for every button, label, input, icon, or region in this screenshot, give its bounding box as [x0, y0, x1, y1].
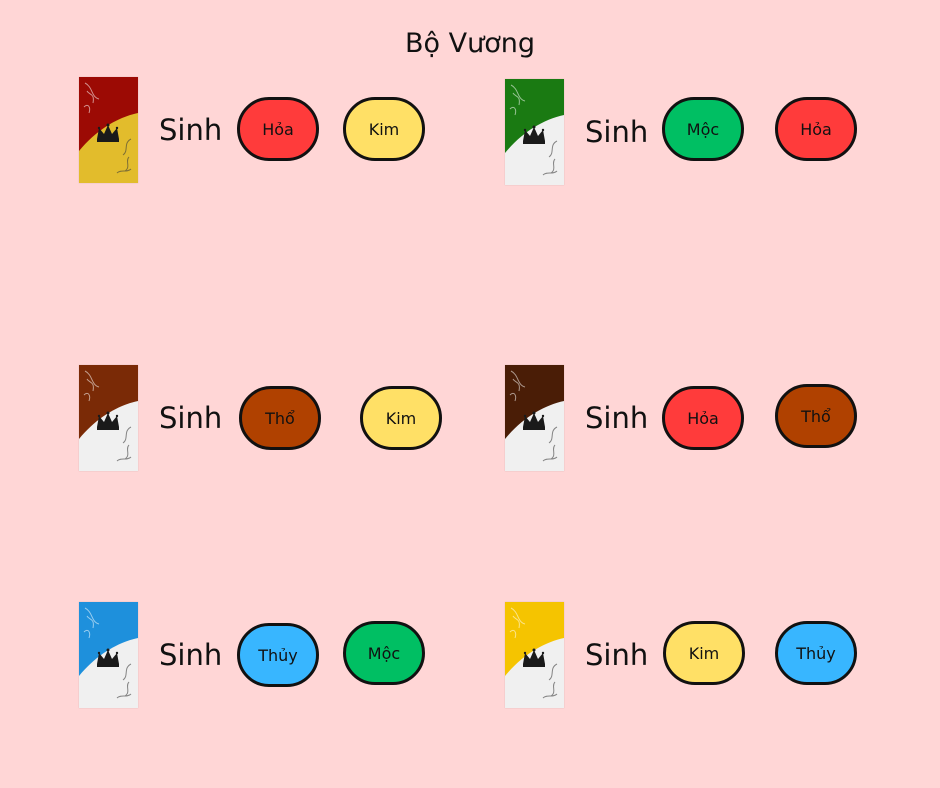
element-pill[interactable]: Thủy: [775, 621, 857, 685]
card-art: [79, 602, 138, 708]
element-pill[interactable]: Kim: [360, 386, 442, 450]
relation-label: Sinh: [159, 638, 223, 672]
king-card[interactable]: [79, 365, 138, 471]
crown-icon: [97, 648, 119, 667]
flourish-icon: [116, 663, 132, 699]
flourish-icon: [509, 84, 526, 116]
relation-label: Sinh: [159, 113, 223, 147]
crown-icon: [97, 411, 119, 430]
flourish-icon: [83, 370, 100, 402]
element-pill[interactable]: Kim: [343, 97, 425, 161]
relation-label: Sinh: [585, 401, 649, 435]
element-pill[interactable]: Thổ: [775, 384, 857, 448]
crown-icon: [523, 125, 545, 144]
page-title: Bộ Vương: [405, 28, 535, 59]
crown-icon: [523, 648, 545, 667]
element-pill[interactable]: Mộc: [662, 97, 744, 161]
crown-icon: [523, 411, 545, 430]
element-pill[interactable]: Thổ: [239, 386, 321, 450]
card-row: Sinh Hỏa Kim: [79, 77, 479, 187]
flourish-icon: [116, 138, 132, 174]
flourish-icon: [542, 426, 558, 462]
element-pill[interactable]: Thủy: [237, 623, 319, 687]
card-row: Sinh Hỏa Thổ: [505, 365, 905, 475]
crown-icon: [97, 123, 119, 142]
king-card[interactable]: [79, 602, 138, 708]
king-card[interactable]: [505, 602, 564, 708]
relation-label: Sinh: [585, 638, 649, 672]
flourish-icon: [509, 607, 526, 639]
card-art: [79, 77, 138, 183]
king-card[interactable]: [505, 365, 564, 471]
card-row: Sinh Thủy Mộc: [79, 602, 479, 712]
flourish-icon: [542, 140, 558, 176]
flourish-icon: [116, 426, 132, 462]
relation-label: Sinh: [585, 115, 649, 149]
card-art: [79, 365, 138, 471]
card-row: Sinh Kim Thủy: [505, 602, 905, 712]
card-art: [505, 79, 564, 185]
king-card[interactable]: [505, 79, 564, 185]
card-row: Sinh Mộc Hỏa: [505, 79, 905, 189]
element-pill[interactable]: Hỏa: [237, 97, 319, 161]
king-card[interactable]: [79, 77, 138, 183]
element-pill[interactable]: Hỏa: [775, 97, 857, 161]
flourish-icon: [83, 607, 100, 639]
element-pill[interactable]: Kim: [663, 621, 745, 685]
card-art: [505, 365, 564, 471]
card-row: Sinh Thổ Kim: [79, 365, 479, 475]
element-pill[interactable]: Hỏa: [662, 386, 744, 450]
flourish-icon: [509, 370, 526, 402]
flourish-icon: [542, 663, 558, 699]
relation-label: Sinh: [159, 401, 223, 435]
element-pill[interactable]: Mộc: [343, 621, 425, 685]
card-art: [505, 602, 564, 708]
flourish-icon: [83, 82, 100, 114]
